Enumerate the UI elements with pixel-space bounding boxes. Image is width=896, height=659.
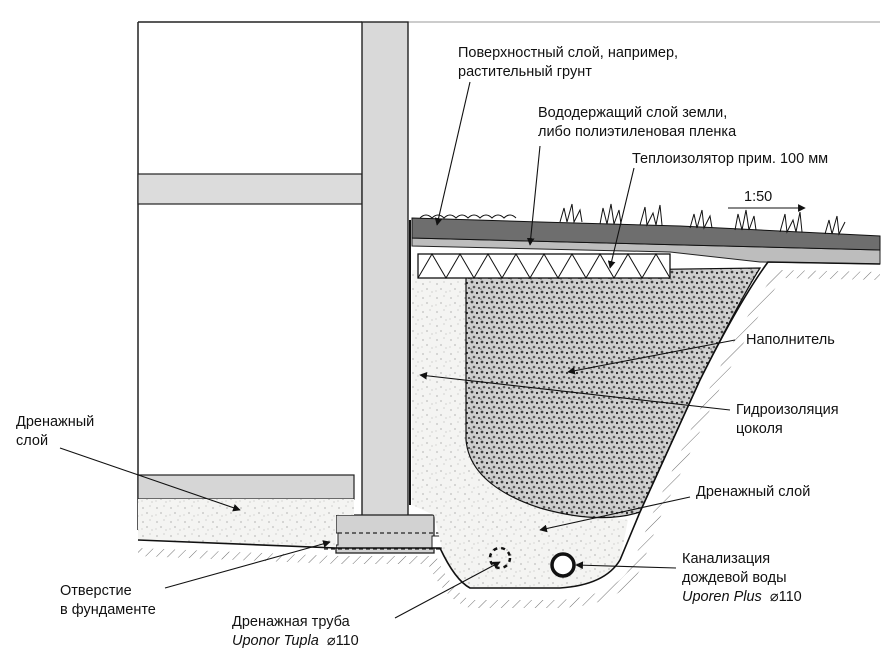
label-storm-sewer: Канализация дождевой воды Uporen Plus ⌀1… <box>682 551 802 605</box>
topsoil-layer <box>411 217 881 251</box>
foundation-wall <box>361 21 409 517</box>
excavation-ground <box>137 261 881 589</box>
label-insulator: Теплоизолятор прим. 100 мм <box>632 151 829 167</box>
grass <box>419 203 846 236</box>
label-surface-layer: Поверхностный слой, например, растительн… <box>458 45 679 80</box>
label-filler: Наполнитель <box>746 332 835 348</box>
drainage-layer-left-area <box>138 499 354 548</box>
drain-pipe-diameter: ⌀110 <box>326 633 359 649</box>
label-water-retaining-layer: Вододержащий слой земли, либо полиэтилен… <box>538 105 737 140</box>
label-plinth-waterproofing: Гидроизоляция цоколя <box>736 402 839 437</box>
insulation-board <box>417 253 671 279</box>
drain-pipe-product: Uponor Tupla <box>232 633 319 649</box>
label-foundation-hole: Отверстие в фундаменте <box>60 583 156 618</box>
label-drain-pipe: Дренажная труба Uponor Tupla ⌀110 <box>232 614 359 649</box>
label-drainage-layer-left: Дренажный слой <box>16 414 95 449</box>
building-wall <box>137 21 880 530</box>
label-scale: 1:50 <box>744 189 773 205</box>
drain-pipe-symbol <box>488 546 512 570</box>
filler-area <box>465 267 762 519</box>
storm-sewer-pipe-symbol <box>550 552 576 578</box>
leader-lines <box>59 81 806 619</box>
storm-sewer-product: Uporen Plus <box>682 589 762 605</box>
storm-sewer-diameter: ⌀110 <box>769 589 802 605</box>
label-drainage-layer-right: Дренажный слой <box>696 484 811 500</box>
